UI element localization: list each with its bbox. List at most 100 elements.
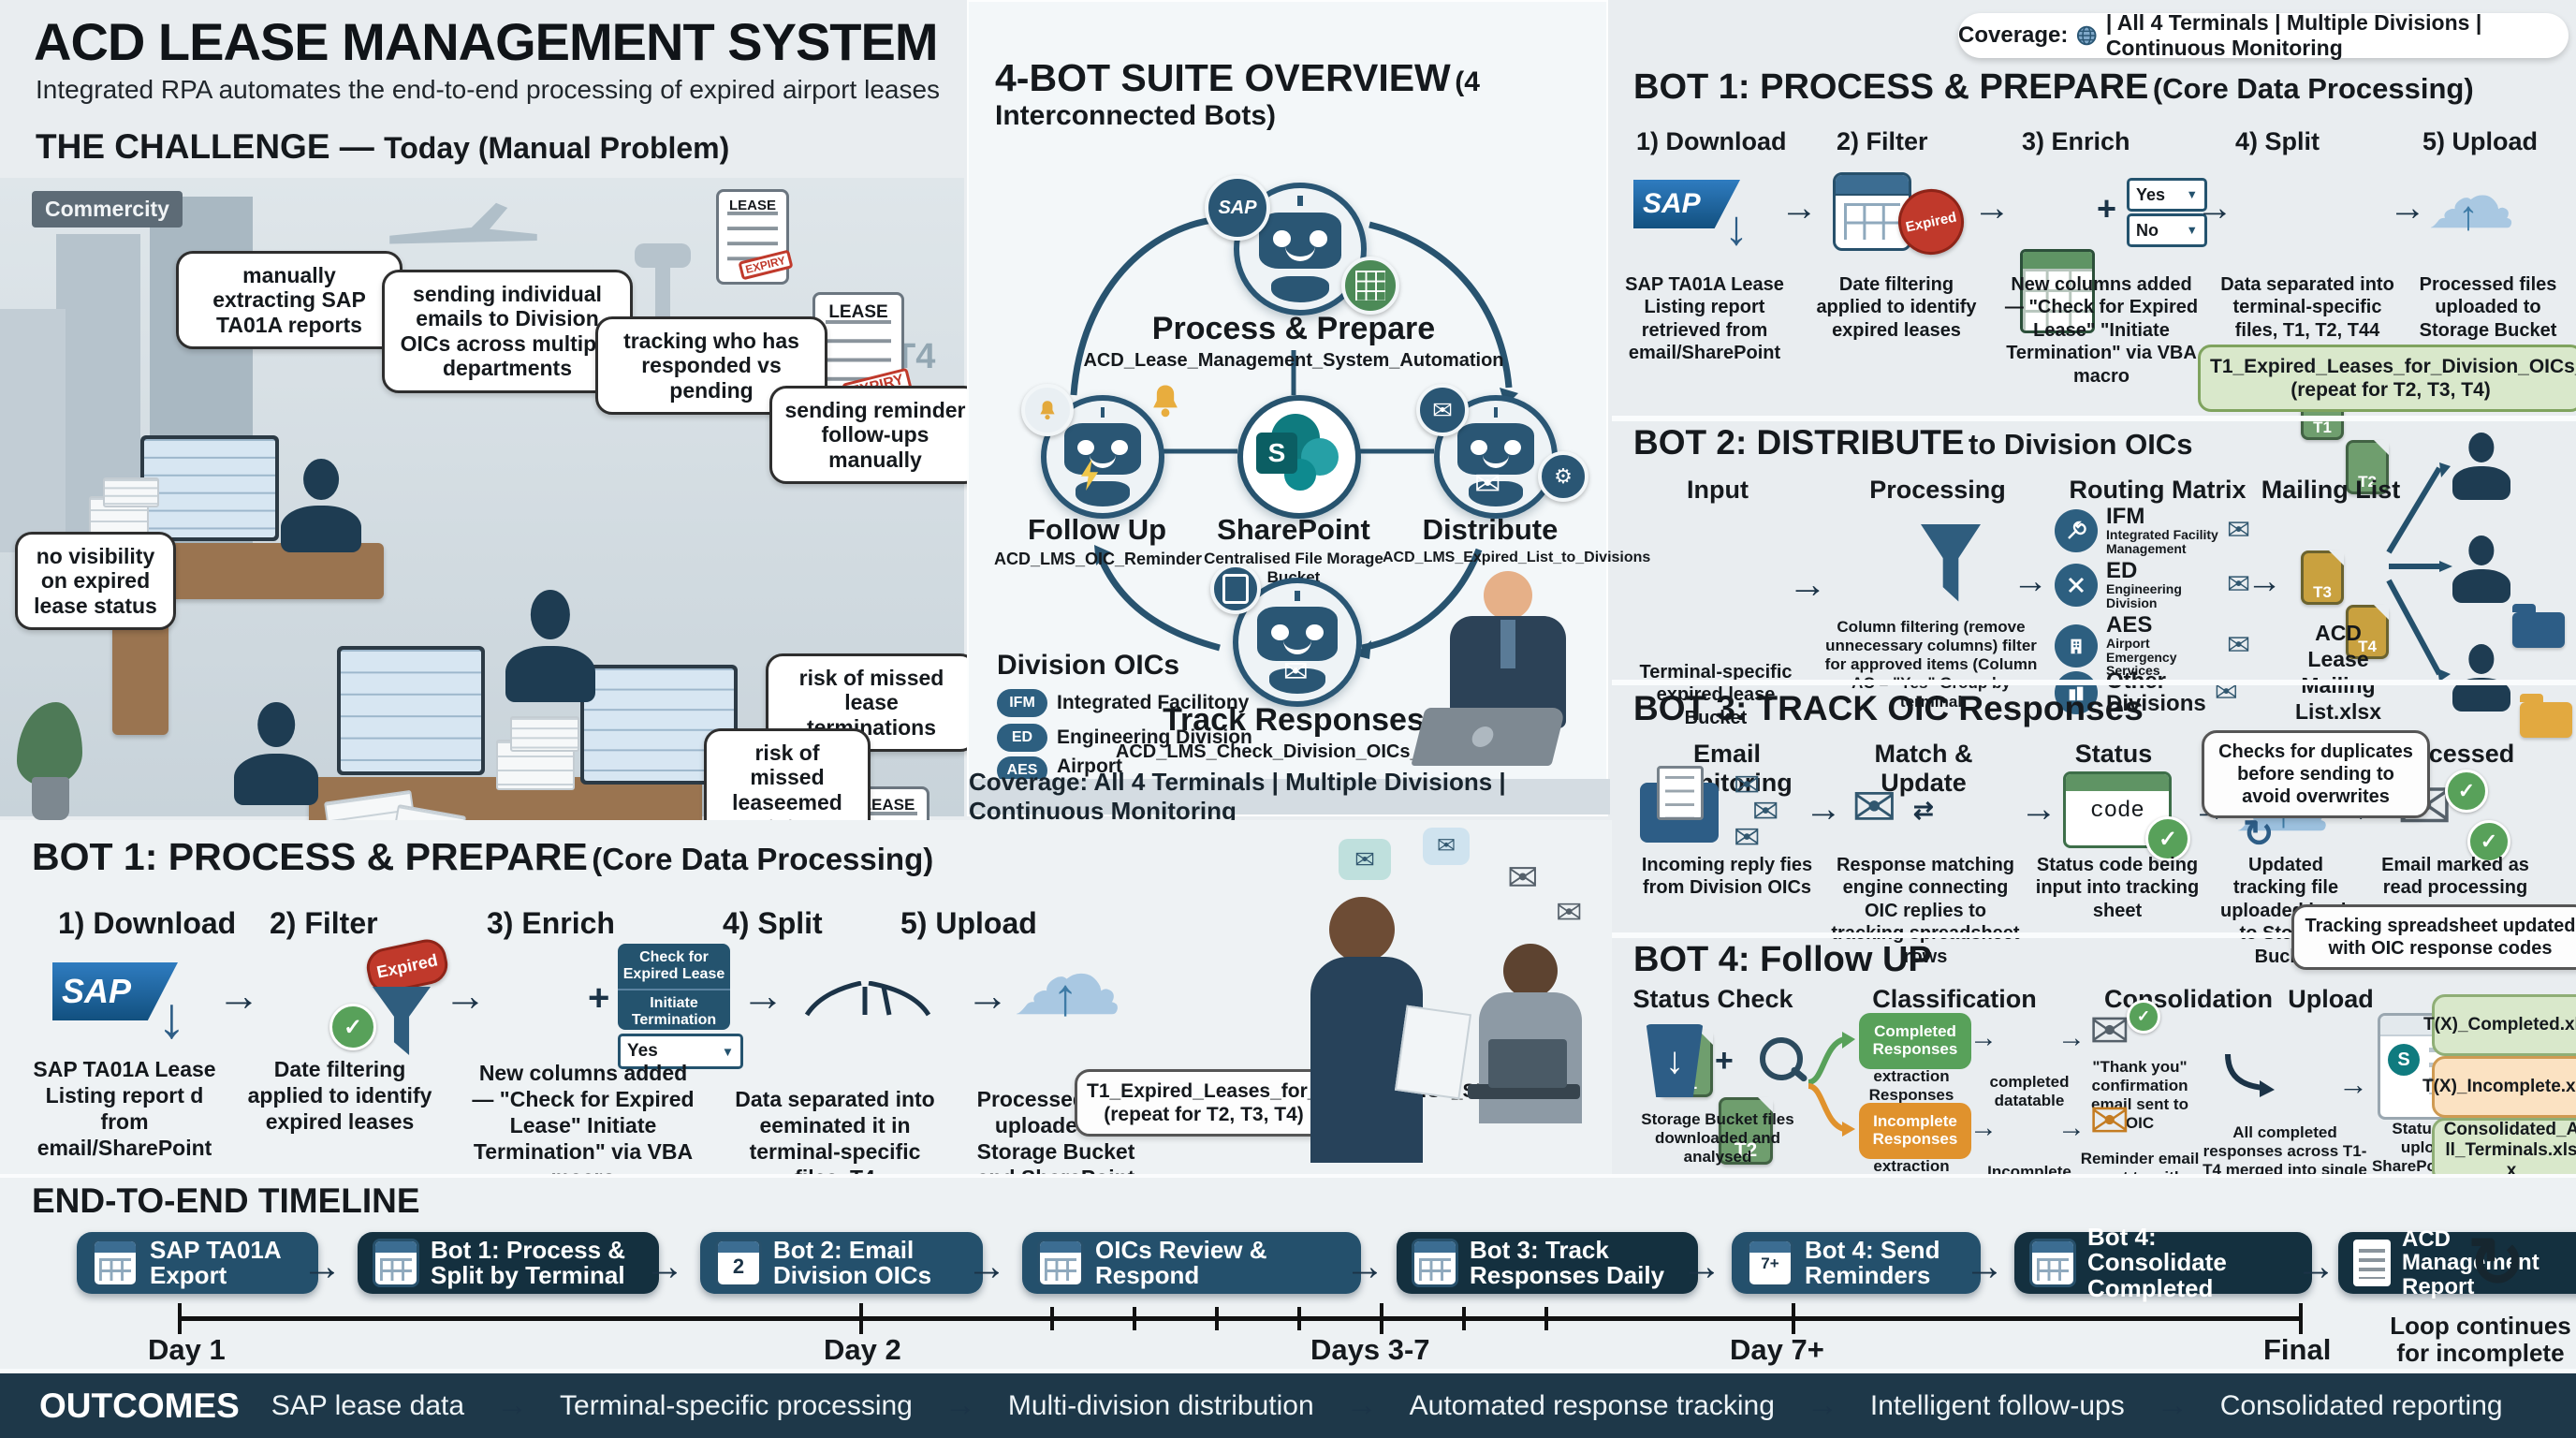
bot4-col-status: Status Check (1632, 985, 1793, 1013)
arrow-icon (1805, 788, 1842, 830)
yes-text: Yes (627, 1041, 658, 1061)
oic-person (2452, 536, 2510, 603)
completed-badge: Completed Responses (1859, 1013, 1971, 1069)
sharepoint-s: S (1256, 433, 1297, 474)
track-sub: ACD_LMS_Check_Division_OICs_Reply (1115, 741, 1472, 762)
oic-person (2452, 433, 2510, 500)
outcomes-label: OUTCOMES (39, 1386, 240, 1425)
control-tower-top (635, 243, 691, 268)
legend-item-ifm: IFM Integrated Facilitony (997, 689, 1249, 717)
sap-badge: SAP (1205, 175, 1270, 241)
arrow-icon (1964, 1243, 2005, 1290)
axis-tick (1544, 1307, 1548, 1330)
bot1m-cap1: SAP TA01A Lease Listing report d from em… (33, 1057, 216, 1161)
bot2-col-routing: Routing Matrix (2069, 476, 2247, 504)
output-incomplete: T(X)_Incomplete.xlsx (2422, 1056, 2576, 1118)
monitor (140, 435, 279, 541)
arrow-icon (444, 970, 487, 1020)
timeline-item-bot3: Bot 3: Track Responses Daily (1397, 1232, 1698, 1294)
followup-sub: ACD_LMS_OIC_Reminder (994, 550, 1203, 568)
axis-tick (1050, 1307, 1054, 1330)
chat-bubble (1423, 828, 1470, 865)
bot2-title: BOT 2: DISTRIBUTE (1633, 423, 1965, 462)
chip-check: Check for Expired Lease (622, 949, 725, 983)
challenge-callout: tracking who has responded vs pending (595, 316, 827, 416)
bot4-col-class: Classification (1872, 985, 2037, 1013)
code-text: code (2090, 799, 2144, 824)
folder-icon (2512, 604, 2565, 648)
timeline-label: Bot 4: Consolidate Completed (2087, 1223, 2227, 1302)
day-label: Day 1 (148, 1333, 226, 1366)
axis-tick (1792, 1303, 1795, 1334)
aes-abbr: AES (2106, 612, 2153, 638)
ed-badge: ED (997, 724, 1047, 752)
challenge-callout: risk of missed lease terminations (766, 653, 977, 753)
bot1m-step1-h: 1) Download (58, 906, 237, 940)
challenge-callout: manually extracting SAP TA01A reports (176, 251, 402, 350)
bot1m-step2-h: 2) Filter (270, 906, 378, 940)
t4-label: T4 (2358, 638, 2377, 655)
arrow-icon (1788, 562, 1827, 607)
t3-label: T3 (2313, 583, 2332, 601)
laptop-screen (1488, 1039, 1567, 1088)
spreadsheet-badge (1341, 257, 1399, 315)
arrow-icon (966, 1243, 1007, 1290)
branch-arrows (1808, 1032, 1855, 1137)
chip-init: Initiate Termination (618, 988, 730, 1030)
outcome-item: Intelligent follow-ups (1869, 1389, 2125, 1421)
plus-icon (1715, 1043, 1734, 1079)
calendar-icon (373, 1239, 419, 1287)
arrow-icon (944, 1387, 976, 1424)
laptop (1468, 1084, 1580, 1099)
bell-icon (1145, 380, 1186, 426)
outcome-item: Automated response tracking (1409, 1389, 1775, 1421)
overview-title: 4-BOT SUITE OVERVIEW (995, 56, 1451, 99)
lease-document: LEASE EXPIRY (716, 189, 794, 285)
envelope-icon (1852, 781, 1897, 835)
lease-label: LEASE (828, 302, 888, 322)
enrich-chips: Check for Expired Lease Initiate Termina… (618, 944, 730, 1030)
lease-label: LEASE (728, 198, 776, 213)
timeline-label: OICs Review & Respond (1095, 1235, 1267, 1289)
calendar-icon (1412, 1239, 1458, 1287)
output-completed: T(X)_Completed.xlsx (2423, 994, 2576, 1056)
coverage-bar: Coverage: All 4 Terminals | Multiple Div… (969, 768, 1610, 825)
bot2-col-input: Input (1687, 476, 1749, 504)
bot3-title: BOT 3: TRACK OIC Responses (1633, 689, 2144, 727)
page-subtitle: Integrated RPA automates the end-to-end … (36, 75, 941, 104)
axis-tick (1380, 1303, 1383, 1334)
bot3-callout: Tracking spreadsheet updated with OIC re… (2291, 904, 2576, 970)
t2-label: T2 (2358, 473, 2377, 491)
calendar-icon: 7+ (1747, 1239, 1793, 1287)
t4-file: T4 (2346, 605, 2389, 659)
analyst-head (1484, 571, 1532, 620)
bot2-col-processing: Processing (1869, 476, 2006, 504)
followup-label: Follow Up (1027, 513, 1167, 546)
arrow-icon (2247, 562, 2282, 602)
ifm-badge: IFM (997, 689, 1047, 717)
arrow-icon (1346, 1387, 1378, 1424)
timeline-axis (178, 1316, 2303, 1321)
bot1r-step1-h: 1) Download (1636, 127, 1787, 155)
day-label: Days 3-7 (1310, 1333, 1430, 1366)
bot3-col2: Match & Update (1874, 740, 1973, 797)
thankyou-envelope (2089, 1007, 2130, 1056)
ed-label: Engineering Division (2106, 581, 2182, 610)
calendar-icon (92, 1239, 139, 1287)
split-arrows (804, 981, 931, 1017)
chat-bubble (1339, 839, 1391, 880)
sp-letter: S (2397, 1049, 2410, 1070)
distribute-sub: ACD_LMS_Expired_List_to_Divisions (1383, 550, 1651, 565)
expired-text: Expired (1904, 208, 1958, 236)
timeline-item-bot4-reminders: 7+ Bot 4: Send Reminders (1732, 1232, 1981, 1294)
office-worker (281, 459, 361, 552)
calendar-icon (2029, 1239, 2076, 1287)
bot1m-cap3: New columns added — "Check for Expired L… (472, 1061, 695, 1190)
no-text: No (2136, 220, 2159, 240)
other-label: Divisions (2106, 691, 2206, 716)
arrow-icon (966, 970, 1009, 1020)
bot3-cap1: Incoming reply fies from Division OICs (1641, 855, 1813, 899)
check-icon (2145, 816, 2190, 861)
axis-tick (1462, 1307, 1466, 1330)
arrow-icon (2057, 1022, 2086, 1054)
